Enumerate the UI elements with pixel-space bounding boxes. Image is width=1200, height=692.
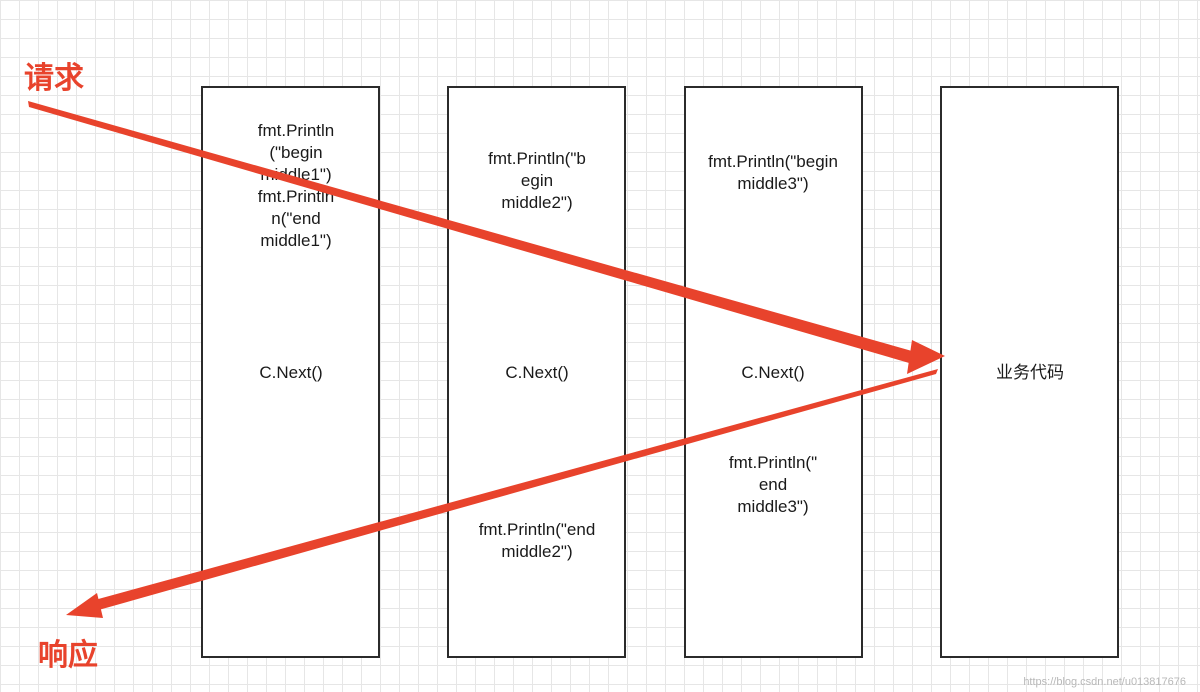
middleware-3-next: C.Next() (741, 363, 805, 382)
middleware-2-box (447, 86, 626, 658)
response-arrowhead (66, 593, 103, 618)
request-arrow (28, 101, 919, 365)
response-label: 响应 (38, 638, 98, 673)
middleware-2-begin-code: fmt.Println("b egin middle2") (488, 149, 586, 212)
business-code-label: 业务代码 (996, 363, 1064, 382)
middleware-3-end-code: fmt.Println(" end middle3") (728, 453, 818, 516)
middleware-3-box (684, 86, 863, 658)
middleware-2-end-code: fmt.Println("end middle2") (478, 520, 596, 561)
middleware-1-next: C.Next() (259, 363, 323, 382)
request-arrowhead (907, 340, 945, 374)
watermark: https://blog.csdn.net/u013817676 (1023, 676, 1186, 688)
middleware-3-begin-code: fmt.Println("begin middle3") (708, 152, 838, 193)
request-label: 请求 (24, 61, 84, 96)
middleware-2-next: C.Next() (505, 363, 569, 382)
business-code-box (940, 86, 1119, 658)
response-arrow (91, 369, 938, 611)
